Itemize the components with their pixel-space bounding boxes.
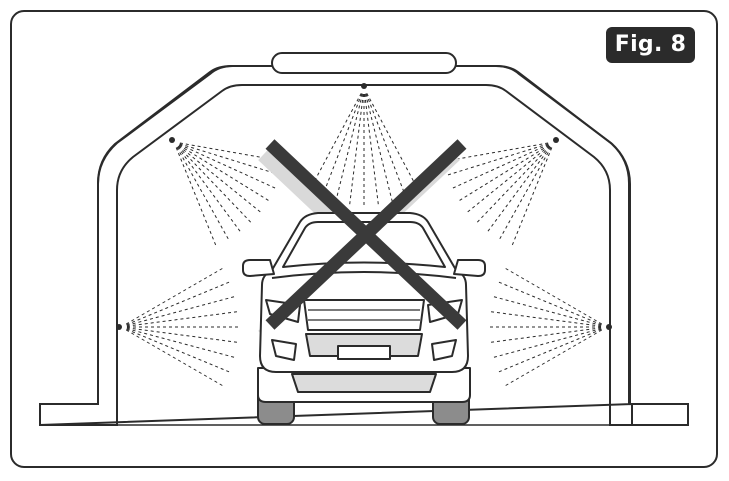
bumper-skid	[291, 373, 437, 393]
spray-line	[489, 311, 602, 327]
spray-line	[365, 93, 393, 203]
spray-line	[126, 328, 231, 373]
cross-x-icon	[265, 139, 467, 330]
hood-line	[271, 271, 457, 279]
spray-line	[349, 93, 364, 206]
grille	[303, 299, 425, 331]
spray-line	[321, 93, 363, 199]
spray-line	[125, 329, 224, 387]
spray-line	[504, 267, 603, 325]
license-plate	[337, 345, 391, 360]
spray-line	[125, 267, 224, 325]
spray-lower-left	[125, 267, 239, 387]
spray-line	[126, 328, 236, 358]
spray-line	[126, 327, 239, 343]
spray-line	[364, 93, 379, 206]
spray-line	[504, 329, 603, 387]
spray-line	[492, 328, 602, 358]
right-fog-light	[431, 339, 457, 361]
spray-line	[308, 93, 362, 193]
spray-line	[497, 328, 602, 373]
spray-line	[497, 281, 602, 326]
spray-line	[126, 296, 236, 326]
spray-lower-right	[489, 267, 603, 387]
spray-line	[492, 296, 602, 326]
left-mirror	[242, 259, 275, 277]
spray-line	[335, 93, 363, 203]
spray-line	[366, 93, 420, 193]
right-mirror	[453, 259, 486, 277]
water-spray-groups	[125, 93, 603, 387]
spray-line	[365, 93, 407, 199]
spray-line	[126, 281, 231, 326]
spray-nozzles	[116, 83, 612, 330]
top-light-bar	[271, 52, 457, 74]
figure-label: Fig. 8	[606, 27, 695, 63]
left-fog-light	[271, 339, 297, 361]
spray-line	[489, 327, 602, 343]
spray-line	[126, 311, 239, 327]
spray-top	[308, 93, 420, 206]
